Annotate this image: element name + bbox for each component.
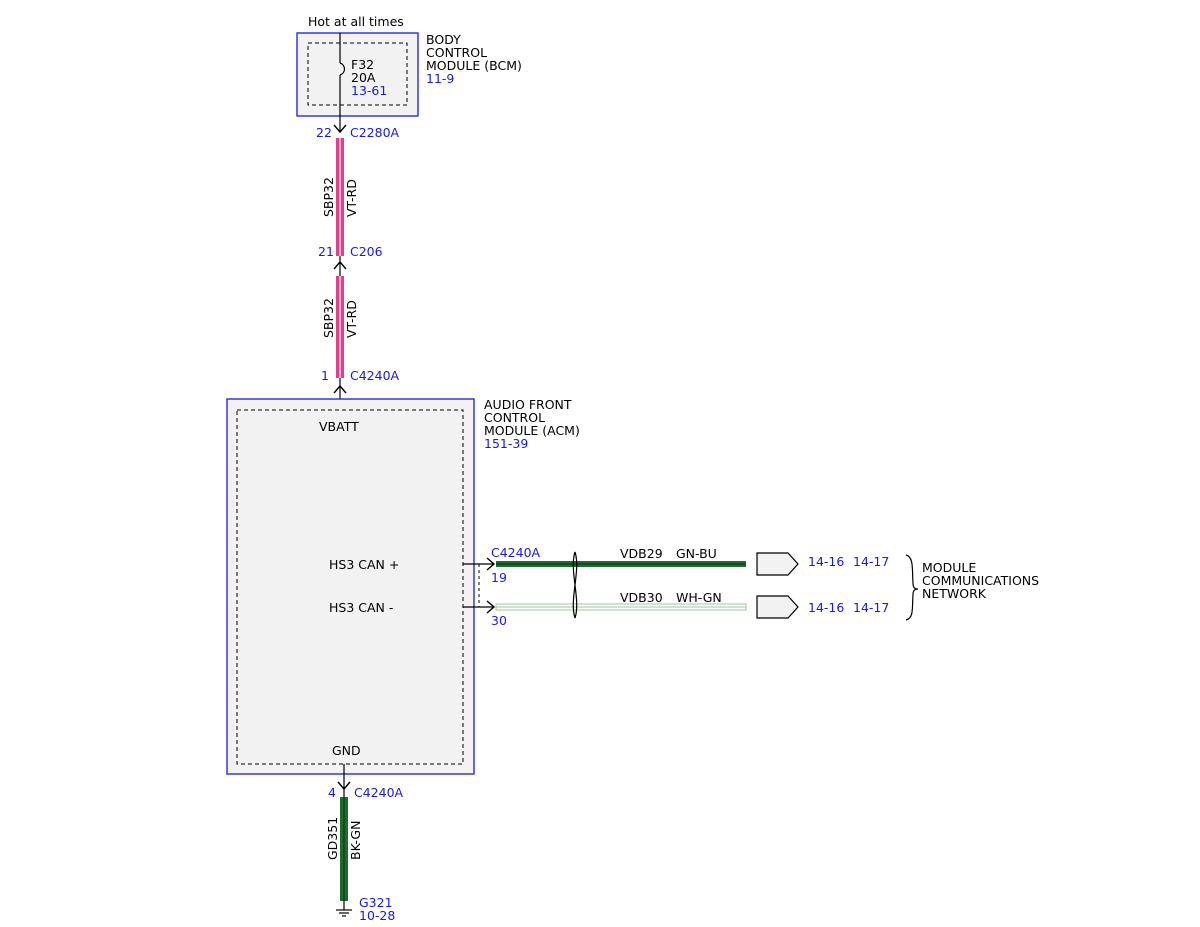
offpage-flag-can-plus-icon[interactable] [756, 552, 799, 576]
ground-point-name[interactable]: G321 [359, 895, 393, 910]
can-minus-ref-1[interactable]: 14-16 [808, 600, 844, 615]
c4240a-can-label[interactable]: C4240A [491, 545, 541, 560]
wire-vdb30[interactable] [495, 603, 747, 611]
network-brace-icon [905, 554, 919, 621]
bcm-name-line-3: MODULE (BCM) [426, 58, 522, 73]
c4240a-gnd-pin[interactable]: 4 [328, 785, 336, 800]
wire-gd351-circuit: GD351 [325, 817, 340, 860]
acm-name-line-2: CONTROL [484, 410, 545, 425]
c206-label[interactable]: C206 [350, 244, 383, 259]
wire-upper-color: VT-RD [344, 179, 359, 217]
acm-pin-can-plus: HS3 CAN + [329, 557, 399, 572]
fuse-icon [339, 62, 346, 76]
c2280a-pin[interactable]: 22 [316, 125, 332, 140]
twisted-pair-icon [572, 551, 578, 619]
fuse-page-ref[interactable]: 13-61 [351, 83, 387, 98]
network-name-line-2: COMMUNICATIONS [922, 573, 1039, 588]
ground-symbol-icon [336, 901, 352, 917]
wire-vdb30-circuit: VDB30 [620, 590, 663, 605]
fuse-rating: 20A [351, 70, 376, 85]
wire-lower-circuit: SBP32 [321, 298, 336, 338]
wire-vdb30-color: WH-GN [676, 590, 722, 605]
acm-name-line-1: AUDIO FRONT [484, 397, 572, 412]
bcm-module[interactable] [296, 32, 419, 117]
connector-c2280a-icon [333, 124, 347, 134]
wire-upper-circuit: SBP32 [321, 177, 336, 217]
wire-sbp32-upper[interactable] [336, 138, 344, 256]
fuse-id: F32 [351, 57, 374, 72]
bcm-name-line-2: CONTROL [426, 45, 487, 60]
acm-pin-gnd: GND [332, 743, 361, 758]
wire-vdb29[interactable] [496, 561, 746, 567]
c4240a-can-minus-pin[interactable]: 30 [491, 613, 507, 628]
wire-sbp32-lower[interactable] [336, 276, 344, 378]
power-source-label: Hot at all times [308, 14, 404, 29]
can-minus-ref-2[interactable]: 14-17 [853, 600, 889, 615]
wire-gd351-color: BK-GN [348, 821, 363, 860]
network-name-line-3: NETWORK [922, 586, 987, 601]
c4240a-can-plus-pin[interactable]: 19 [491, 570, 507, 585]
wire-lower-color: VT-RD [344, 300, 359, 338]
bcm-page-ref[interactable]: 11-9 [426, 71, 454, 86]
c4240a-power-pin[interactable]: 1 [321, 368, 329, 383]
c4240a-power-label[interactable]: C4240A [350, 368, 400, 383]
acm-pin-vbatt: VBATT [319, 419, 359, 434]
wire-vdb29-circuit: VDB29 [620, 546, 663, 561]
bcm-name-line-1: BODY [426, 32, 461, 47]
c2280a-label[interactable]: C2280A [350, 125, 400, 140]
acm-module[interactable] [226, 398, 475, 775]
c206-pin[interactable]: 21 [318, 244, 334, 259]
c4240a-gnd-label[interactable]: C4240A [354, 785, 404, 800]
wire-gd351[interactable] [340, 797, 348, 901]
ground-point-ref[interactable]: 10-28 [359, 908, 395, 923]
can-minus-connector-icon [486, 600, 496, 614]
acm-page-ref[interactable]: 151-39 [484, 436, 528, 451]
connector-c4240a-gnd-icon [337, 781, 351, 791]
can-plus-ref-2[interactable]: 14-17 [853, 554, 889, 569]
wire-vdb29-color: GN-BU [676, 546, 717, 561]
offpage-flag-can-minus-icon[interactable] [756, 595, 799, 619]
can-plus-ref-1[interactable]: 14-16 [808, 554, 844, 569]
can-plus-connector-icon [486, 557, 496, 571]
acm-pin-can-minus: HS3 CAN - [329, 600, 393, 615]
network-name-line-1: MODULE [922, 560, 976, 575]
acm-name-line-3: MODULE (ACM) [484, 423, 580, 438]
